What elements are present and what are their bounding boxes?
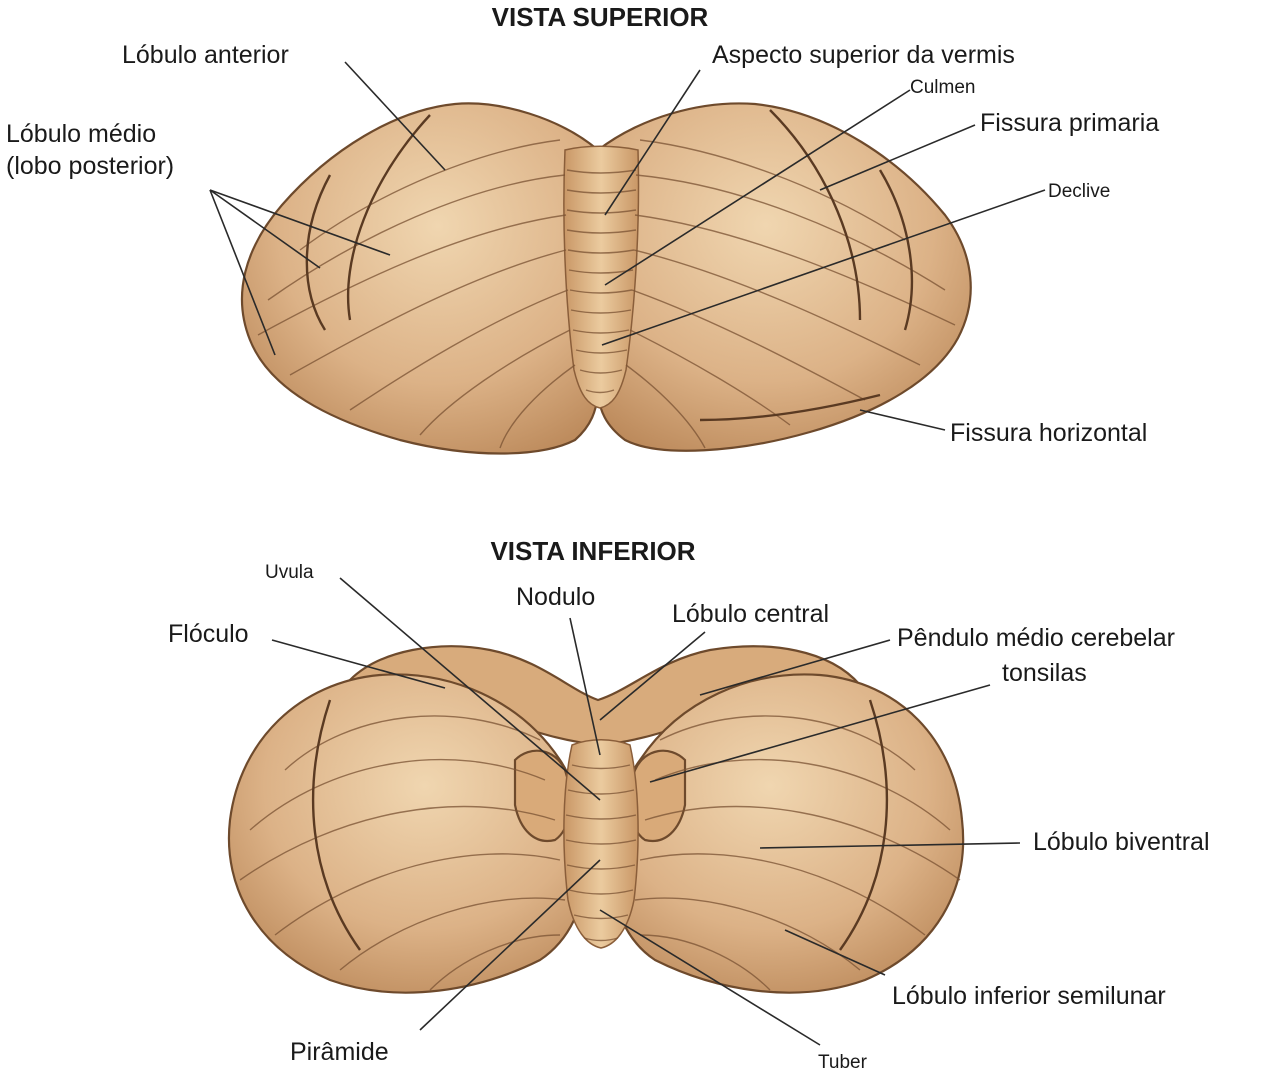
inferior-right-fissures [839, 699, 889, 951]
inferior-left-tonsil [513, 749, 572, 843]
label-lobulo-medio: Lóbulo médio [6, 120, 156, 148]
label-fissura-primaria: Fissura primaria [980, 109, 1159, 137]
superior-view: VISTA SUPERIOR Lóbulo anterior Aspecto s… [6, 2, 1159, 455]
superior-right-hemisphere [596, 102, 972, 452]
inferior-left-fissures [311, 699, 361, 951]
label-floculo: Flóculo [168, 620, 249, 648]
label-lobulo-anterior: Lóbulo anterior [122, 41, 289, 69]
inferior-title: VISTA INFERIOR [490, 536, 695, 566]
superior-left-hemisphere [240, 102, 600, 455]
inferior-leader-lines [271, 577, 1021, 1046]
label-lobulo-central: Lóbulo central [672, 600, 829, 628]
superior-left-folia [257, 139, 576, 449]
superior-leader-lines [209, 61, 1046, 431]
label-lobulo-inferior-semilunar: Lóbulo inferior semilunar [892, 982, 1166, 1010]
inferior-cerebellum-illustration [227, 645, 965, 994]
label-declive: Declive [1048, 181, 1110, 202]
superior-vermis-folia [566, 169, 637, 394]
label-lobulo-biventral: Lóbulo biventral [1033, 828, 1210, 856]
label-tonsilas: tonsilas [1002, 659, 1087, 687]
label-fissura-horizontal: Fissura horizontal [950, 419, 1147, 447]
label-tuber: Tuber [818, 1052, 868, 1073]
inferior-right-folia [634, 715, 961, 991]
label-pendulo-medio-cerebelar: Pêndulo médio cerebelar [897, 624, 1175, 652]
superior-right-fissures [699, 109, 914, 422]
inferior-view: VISTA INFERIOR Uvula Nodulo Lóbulo centr… [168, 536, 1210, 1073]
label-culmen: Culmen [910, 77, 975, 98]
label-aspecto-superior-vermis: Aspecto superior da vermis [712, 41, 1015, 69]
label-piramide: Pirâmide [290, 1038, 389, 1066]
label-uvula: Uvula [265, 562, 314, 583]
inferior-left-folia [239, 715, 566, 991]
label-nodulo: Nodulo [516, 583, 595, 611]
superior-title: VISTA SUPERIOR [492, 2, 709, 32]
inferior-vermis-folia [565, 764, 637, 942]
label-lobo-posterior: (lobo posterior) [6, 152, 174, 180]
superior-cerebellum-illustration [240, 102, 972, 455]
